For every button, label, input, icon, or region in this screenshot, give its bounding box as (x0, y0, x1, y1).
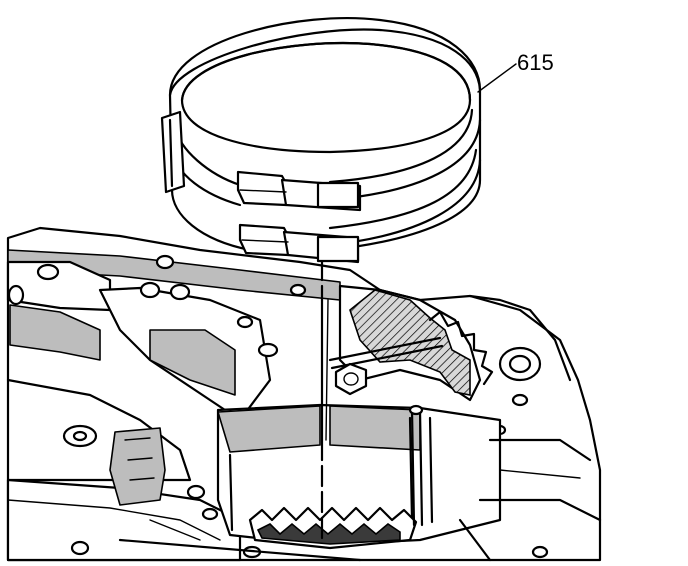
alignment-line (320, 260, 329, 542)
callout-615: 615 (477, 50, 554, 93)
callout-label-615: 615 (517, 50, 554, 75)
retaining-nut (334, 362, 368, 396)
transmission-case (6, 226, 602, 562)
callout-leader-line (477, 63, 517, 93)
brake-band (160, 17, 482, 264)
